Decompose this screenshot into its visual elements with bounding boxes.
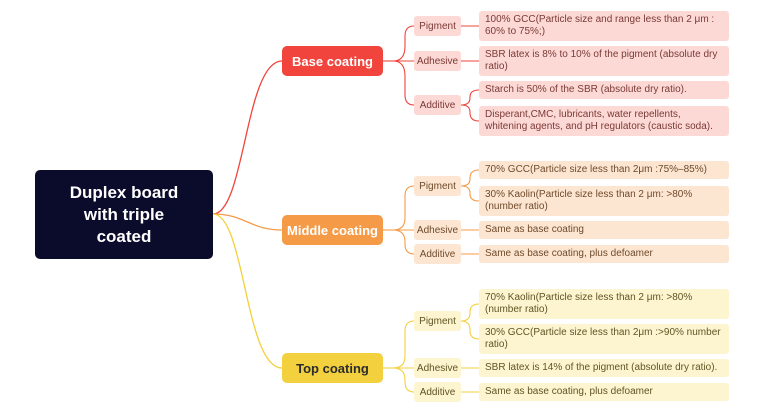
top-pigment-item-2: 30% GCC(Particle size less than 2μm :>90… bbox=[479, 324, 729, 354]
middle-additive-category: Additive bbox=[414, 244, 461, 264]
base-additive-category: Additive bbox=[414, 95, 461, 115]
root-node: Duplex board with triple coated bbox=[35, 170, 213, 259]
base-adhesive-category: Adhesive bbox=[414, 51, 461, 71]
base-pigment-category: Pigment bbox=[414, 16, 461, 36]
branch-middle-coating: Middle coating bbox=[282, 215, 383, 245]
connector-root-middle bbox=[212, 213, 283, 231]
middle-adhesive-item: Same as base coating bbox=[479, 221, 729, 239]
base-additive-item-2: Disperant,CMC, lubricants, water repelle… bbox=[479, 106, 729, 136]
connector-top-group bbox=[383, 303, 480, 393]
base-pigment-item: 100% GCC(Particle size and range less th… bbox=[479, 11, 729, 41]
top-adhesive-item: SBR latex is 14% of the pigment (absolut… bbox=[479, 359, 729, 377]
branch-base-coating: Base coating bbox=[282, 46, 383, 76]
middle-pigment-item-2: 30% Kaolin(Particle size less than 2 μm:… bbox=[479, 186, 729, 216]
middle-pigment-category: Pigment bbox=[414, 176, 461, 196]
middle-additive-item: Same as base coating, plus defoamer bbox=[479, 245, 729, 263]
connector-base-group bbox=[383, 25, 480, 122]
branch-top-coating: Top coating bbox=[282, 353, 383, 383]
top-additive-item: Same as base coating, plus defoamer bbox=[479, 383, 729, 401]
middle-adhesive-category: Adhesive bbox=[414, 220, 461, 240]
connector-root-top bbox=[212, 213, 283, 369]
top-adhesive-category: Adhesive bbox=[414, 358, 461, 378]
top-pigment-category: Pigment bbox=[414, 311, 461, 331]
top-pigment-item-1: 70% Kaolin(Particle size less than 2 μm:… bbox=[479, 289, 729, 319]
top-additive-category: Additive bbox=[414, 382, 461, 402]
connector-middle-group bbox=[383, 169, 480, 255]
connector-root-base bbox=[212, 60, 283, 215]
base-additive-item-1: Starch is 50% of the SBR (absolute dry r… bbox=[479, 81, 729, 99]
middle-pigment-item-1: 70% GCC(Particle size less than 2μm :75%… bbox=[479, 161, 729, 179]
base-adhesive-item: SBR latex is 8% to 10% of the pigment (a… bbox=[479, 46, 729, 76]
